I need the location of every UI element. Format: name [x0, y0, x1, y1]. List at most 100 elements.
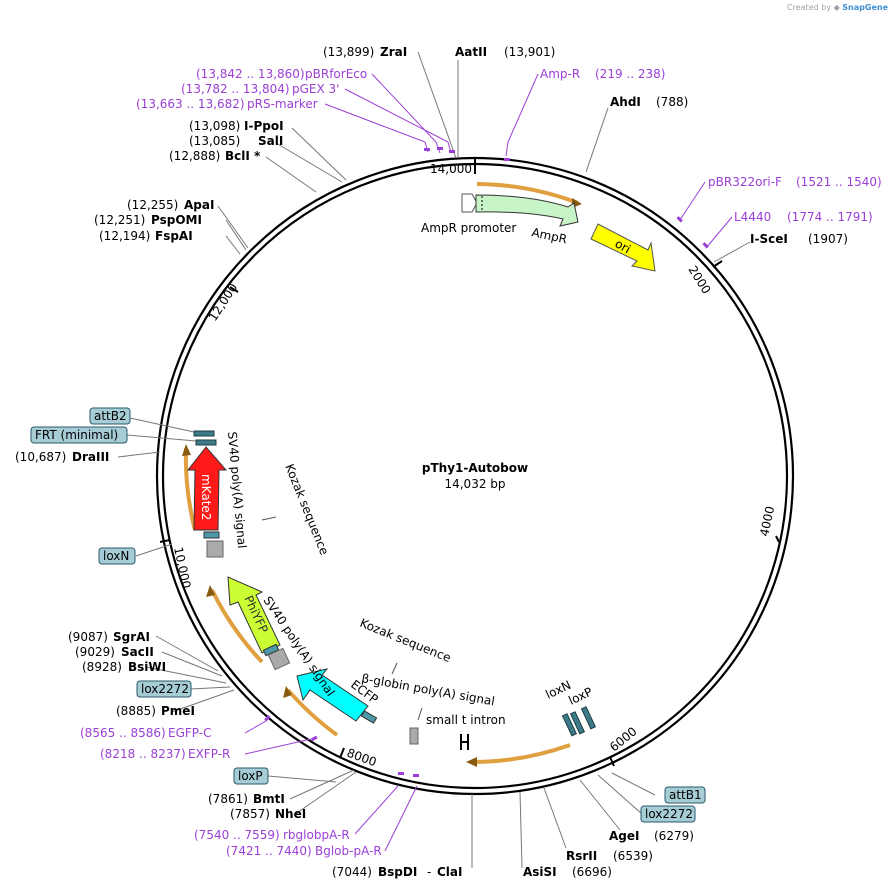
ahdi-name: AhdI: [610, 95, 641, 109]
sgrai-name: SgrAI: [113, 630, 150, 644]
exfpr-name: EXFP-R: [188, 747, 230, 761]
leader-ippoi: [291, 127, 347, 181]
apai-name: ApaI: [184, 198, 214, 212]
asisi-pos: (6696): [572, 865, 612, 879]
ahdi-pos: (788): [656, 95, 688, 109]
mkate2-kozak-box: [203, 531, 220, 539]
orf-arrowhead-bottom: [466, 757, 477, 767]
iscei-pos: (1907): [808, 232, 848, 246]
leader-bcli: [265, 156, 317, 193]
leader-sacii: [161, 651, 223, 677]
leader-exfpr: [244, 738, 312, 755]
leader-l4440: [705, 216, 733, 249]
leader-pmei: [171, 689, 235, 713]
loxp-left-box: loxP: [233, 767, 269, 785]
att-frt-markers-left: [193, 430, 217, 446]
rbglobpa-pos: (7540 .. 7559): [194, 828, 280, 842]
loxp-left-label: loxP: [238, 769, 263, 783]
prsmarker-name: pRS-marker: [247, 97, 318, 111]
leader-bglobpa: [384, 785, 418, 852]
leader-pgex3: [344, 88, 452, 154]
tick-6000: [609, 756, 615, 767]
lox2272-right-box: lox2272: [640, 805, 696, 823]
fspai-name: FspAI: [155, 229, 193, 243]
fspai-pos: (12,194): [99, 229, 150, 243]
beta-globin-label: β-globin poly(A) signal: [360, 671, 495, 708]
leader-ampr-primer: [505, 73, 539, 157]
nhei-pos: (7857): [230, 807, 270, 821]
tick-label-2000: 2000: [685, 263, 713, 296]
phiyfp-kozak-box: [262, 643, 280, 657]
tick-10000: [159, 539, 171, 543]
leader-nhei: [293, 771, 357, 816]
ippoi-name: I-PpoI: [244, 119, 284, 133]
orf-arrow-mkate2: [183, 447, 197, 531]
ampr-feature: [475, 194, 579, 227]
ecfp-kozak-box: [360, 710, 378, 724]
pbr322ori-name: pBR322ori-F: [708, 175, 782, 189]
tick-12000: [229, 286, 239, 293]
leader-bmti: [289, 769, 355, 800]
bglobpa-name: Bglob-pA-R: [315, 844, 382, 858]
leader-pspomi: [225, 219, 247, 251]
bspdi-separator: -: [427, 865, 431, 879]
attb1-box: attB1: [664, 786, 706, 804]
attb2-box: attB2: [89, 407, 131, 425]
loxn-label: loxN: [103, 549, 129, 563]
leader-agei: [579, 779, 621, 831]
pgex3-name: pGEX 3': [292, 82, 339, 96]
kozak-label-mid: Kozak sequence: [358, 616, 453, 665]
lox2272-left-label: lox2272: [141, 682, 189, 696]
small-t-intron-label: small t intron: [426, 713, 506, 727]
prsmarker-pos: (13,663 .. 13,682): [136, 97, 245, 111]
sali-name: SalI: [258, 134, 283, 148]
primer-markers: [264, 147, 709, 777]
orf-arrowhead-mkate2: [182, 444, 191, 456]
ecfp-feature: [296, 668, 369, 722]
tick-label-12000: 12,000: [206, 281, 241, 324]
tick-label-4000: 4000: [757, 505, 777, 538]
leader-draiii: [117, 451, 161, 458]
leader-rsrii: [543, 787, 567, 849]
leader-apai: [217, 205, 249, 249]
egfpc-name: EGFP-C: [168, 726, 211, 740]
zrai-name: ZraI: [380, 45, 407, 59]
lox2272-left-box: lox2272: [136, 680, 192, 698]
bsiwi-name: BsiWI: [128, 660, 166, 674]
aatii-pos: (13,901): [504, 45, 555, 59]
clai-name: ClaI: [437, 865, 462, 879]
asisi-name: AsiSI: [523, 865, 557, 879]
box-leader-lines: [126, 417, 656, 815]
leader-prsmarker: [324, 103, 429, 153]
sacii-pos: (9029): [75, 645, 115, 659]
nhei-name: NheI: [275, 807, 306, 821]
small-t-intron-feature: [460, 734, 469, 750]
plasmid-name: pThy1-Autobow: [422, 461, 528, 475]
boxed-feature-labels: attB2 FRT (minimal) loxN lox2272 loxP at…: [30, 407, 706, 823]
bcli-pos: (12,888): [169, 149, 220, 163]
orf-arrowhead-phiyfp: [206, 585, 215, 597]
sgrai-pos: (9087): [68, 630, 108, 644]
bmti-name: BmtI: [253, 792, 285, 806]
tick-4000: [775, 535, 780, 543]
apai-pos: (12,255): [127, 198, 178, 212]
orf-arrow-egfp-bottom: [469, 743, 571, 765]
leader-asisi: [519, 791, 523, 869]
position-ticks: [159, 158, 780, 767]
rsrii-pos: (6539): [613, 849, 653, 863]
leader-zrai: [417, 51, 457, 159]
mkate2-feature: [186, 446, 228, 531]
leader-iscei: [713, 241, 751, 263]
sacii-name: SacII: [121, 645, 154, 659]
draiii-pos: (10,687): [15, 450, 66, 464]
ampr-label: AmpR: [530, 225, 568, 246]
iscei-name: I-SceI: [750, 232, 788, 246]
pbr322ori-pos: (1521 .. 1540): [796, 175, 882, 189]
leader-bsiwi: [145, 666, 227, 684]
exfpr-pos: (8218 .. 8237): [100, 747, 186, 761]
ippoi-pos: (13,098): [189, 119, 240, 133]
pspomi-name: PspOMI: [151, 213, 202, 227]
ampr-primer-name: Amp-R: [540, 67, 580, 81]
plasmid-length: 14,032 bp: [444, 477, 505, 491]
